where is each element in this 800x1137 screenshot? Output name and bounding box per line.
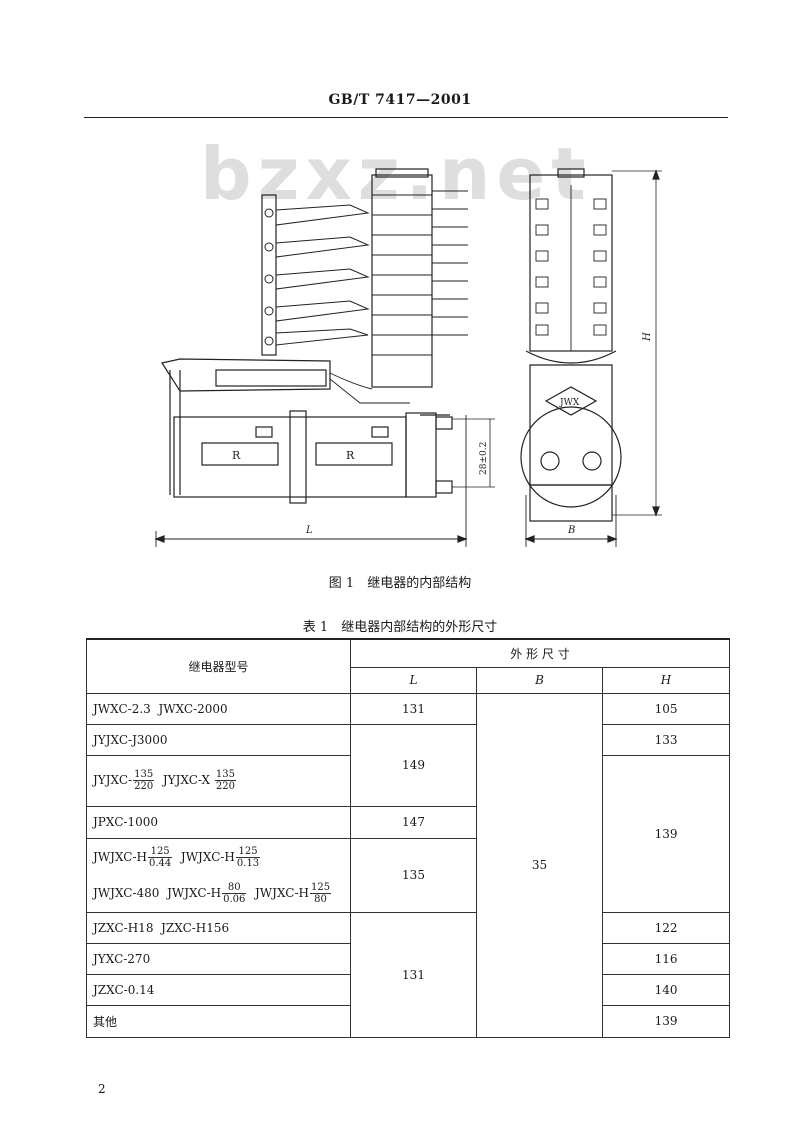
L-cell: 131 bbox=[350, 911, 477, 1038]
model-cell: JYJXC-J3000 bbox=[86, 723, 351, 756]
H-cell: 139 bbox=[601, 754, 731, 913]
jwx-badge-label: JWX bbox=[559, 398, 580, 408]
page-number: 2 bbox=[98, 1082, 106, 1096]
model-cell: JYXC-270 bbox=[86, 942, 351, 975]
watermark: bzxz.net bbox=[200, 132, 592, 216]
H-cell: 105 bbox=[601, 692, 731, 725]
model-cell: JZXC-0.14 bbox=[86, 973, 351, 1006]
H-cell: 140 bbox=[601, 973, 731, 1006]
dimension-28-label: 28±0.2 bbox=[479, 442, 489, 475]
table-caption: 表 1 继电器内部结构的外形尺寸 bbox=[302, 620, 498, 635]
L-cell: 147 bbox=[350, 805, 477, 839]
table-row: 其他 139 bbox=[86, 1004, 731, 1038]
H-cell: 139 bbox=[601, 1004, 731, 1038]
model-cell: JWXC-2.3 JWXC-2000 bbox=[86, 692, 351, 725]
relay-structure-drawing: R R 28±0.2 L JWX B bbox=[154, 168, 662, 547]
H-cell: 116 bbox=[601, 942, 731, 975]
dimension-L-label: L bbox=[305, 525, 313, 536]
header-B: B bbox=[476, 666, 603, 694]
resistor-label-2: R bbox=[346, 449, 355, 462]
header-L: L bbox=[350, 666, 477, 694]
model-cell: JPXC-1000 bbox=[86, 805, 351, 839]
dimensions-table: 继电器型号 外 形 尺 寸 L B H JWXC-2.3 JWXC-2000 1… bbox=[86, 638, 731, 1038]
resistor-label-box-1 bbox=[201, 442, 279, 466]
H-cell: 133 bbox=[601, 723, 731, 756]
L-cell: 131 bbox=[350, 692, 477, 725]
figure-caption: 图 1 继电器的内部结构 bbox=[328, 576, 472, 591]
dimension-H-label: H bbox=[642, 332, 653, 342]
header-dimensions: 外 形 尺 寸 bbox=[349, 638, 731, 668]
table-row: JWXC-2.3 JWXC-2000 131 35 105 bbox=[86, 692, 731, 1038]
resistor-label-1: R bbox=[232, 449, 241, 462]
header-model: 继电器型号 bbox=[86, 638, 351, 694]
B-cell: 35 bbox=[476, 692, 603, 1038]
table-row: JYXC-270 116 bbox=[86, 942, 731, 975]
table-row: JZXC-0.14 140 bbox=[86, 973, 731, 1006]
dimension-B-label: B bbox=[567, 525, 575, 536]
standard-header: GB/T 7417—2001 bbox=[328, 92, 472, 108]
header-rule bbox=[84, 117, 728, 118]
table-row: JYJXC-J3000 149 133 bbox=[86, 723, 731, 807]
header-H: H bbox=[601, 666, 731, 694]
L-cell: 149 bbox=[350, 723, 477, 807]
L-cell: 135 bbox=[350, 837, 477, 913]
model-cell: JZXC-H18 JZXC-H156 bbox=[86, 911, 351, 944]
table-row: JZXC-H18 JZXC-H156 131 122 bbox=[86, 911, 731, 1038]
model-cell: 其他 bbox=[86, 1004, 351, 1038]
table-row: JPXC-1000 147 bbox=[86, 805, 730, 839]
resistor-label-box-2 bbox=[315, 442, 393, 466]
H-cell: 122 bbox=[601, 911, 731, 944]
relay-side-view bbox=[154, 168, 495, 547]
relay-front-view bbox=[520, 168, 662, 547]
jwx-badge bbox=[544, 386, 598, 416]
